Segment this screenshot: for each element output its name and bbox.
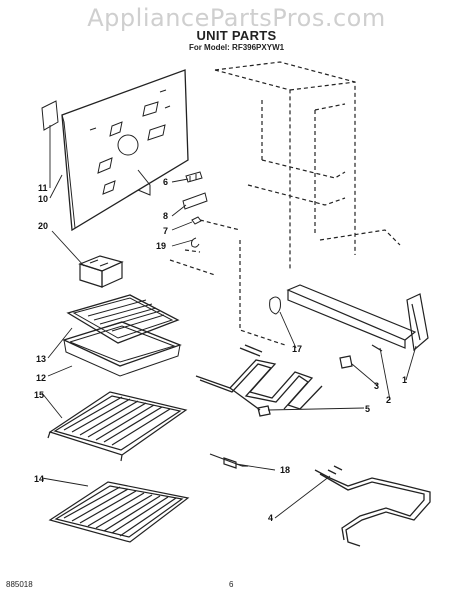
callout-1: 1: [402, 375, 407, 385]
callout-5: 5: [365, 404, 370, 414]
terminal-clip: [191, 237, 200, 248]
callout-17: 17: [292, 344, 302, 354]
callout-7: 7: [163, 226, 168, 236]
page-title: UNIT PARTS: [196, 28, 277, 43]
panel-seal: [41, 100, 59, 131]
callout-13: 13: [36, 354, 46, 364]
temperature-sensor: [209, 453, 248, 469]
callout-11: 11: [38, 183, 48, 193]
callout-labels: 11 10 20 6 8 7 19 13 12 15 14 17 18 4 5 …: [34, 177, 407, 523]
callout-2: 2: [386, 395, 391, 405]
callout-4: 4: [268, 513, 273, 523]
broiler-grid: [66, 294, 180, 344]
broil-element: [314, 465, 431, 547]
callout-6: 6: [163, 177, 168, 187]
callout-18: 18: [280, 465, 290, 475]
watermark: AppliancePartsPros.com: [87, 4, 386, 32]
callout-19: 19: [156, 241, 166, 251]
callout-8: 8: [163, 211, 168, 221]
terminal-block: [78, 255, 124, 288]
page-number: 6: [229, 580, 234, 589]
side-trim-assembly: [286, 284, 429, 369]
oven-rack-lower: [48, 481, 190, 543]
oven-sensor-bracket: [182, 192, 208, 210]
callout-20: 20: [38, 221, 48, 231]
model-subtitle: For Model: RF396PXYW1: [188, 43, 285, 52]
callout-3: 3: [374, 381, 379, 391]
callout-10: 10: [38, 194, 48, 204]
callout-12: 12: [36, 373, 46, 383]
range-body-outline: [169, 61, 401, 346]
wire-clip: [191, 216, 202, 225]
bake-element: [195, 344, 323, 417]
broiler-pan: [62, 321, 182, 377]
oven-rack-upper: [47, 391, 188, 462]
callout-leaders: [41, 125, 417, 519]
callout-14: 14: [34, 474, 44, 484]
callout-15: 15: [34, 390, 44, 400]
document-code: 885018: [6, 580, 33, 589]
bracket-6: [185, 171, 203, 183]
rear-panel: [61, 69, 189, 232]
gasket-clip: [269, 296, 281, 315]
